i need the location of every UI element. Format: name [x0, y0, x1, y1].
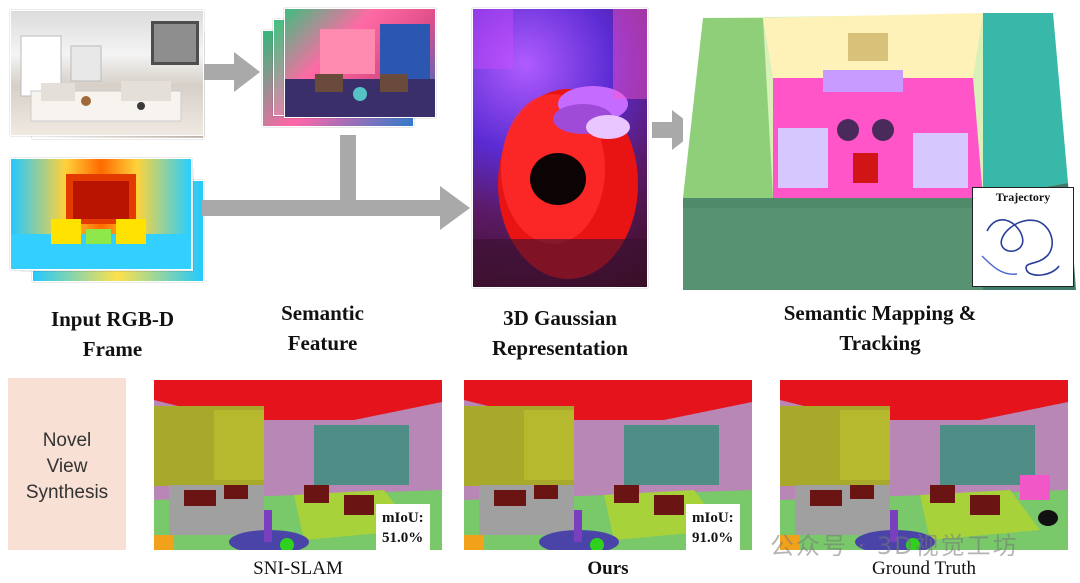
miou-sni-slam: mIoU: 51.0% [376, 504, 430, 550]
novel-view-synthesis-label: Novel View Synthesis [25, 430, 109, 503]
arrow-head-to-gaussian [440, 186, 470, 230]
semantic-feature-frame [284, 8, 436, 118]
trajectory-label: Trajectory [995, 190, 1051, 204]
caption-sni-slam: SNI-SLAM [253, 558, 343, 579]
miou-ours: mIoU: 91.0% [686, 504, 740, 550]
arrow-rgb-to-semantic [204, 52, 260, 92]
gaussian-representation-image [472, 8, 648, 288]
arrow-semantic-down [340, 135, 356, 207]
novel-view-synthesis-box: Novel View Synthesis [8, 378, 126, 550]
caption-ours: Ours [587, 558, 629, 579]
rgb-frame [10, 10, 204, 136]
trajectory-path [981, 219, 1060, 276]
semantic-title: Semantic Feature [281, 301, 364, 355]
gaussian-title: 3D Gaussian Representation [491, 306, 629, 360]
input-title: Input RGB-D Frame [50, 307, 175, 361]
caption-ground-truth: Ground Truth [872, 558, 976, 579]
trajectory-inset: Trajectory [972, 187, 1074, 287]
result-ground-truth [780, 380, 1068, 550]
mapping-title: Semantic Mapping & Tracking [783, 301, 977, 355]
arrow-depth-to-gaussian [202, 200, 444, 216]
result-sni-slam: mIoU: 51.0% [154, 380, 442, 550]
depth-frame [10, 158, 192, 270]
semantic-mapping-image: Trajectory [683, 8, 1076, 290]
watermark: 公众号 · 3D视觉工坊 [770, 532, 1019, 560]
result-ours: mIoU: 91.0% [464, 380, 752, 550]
